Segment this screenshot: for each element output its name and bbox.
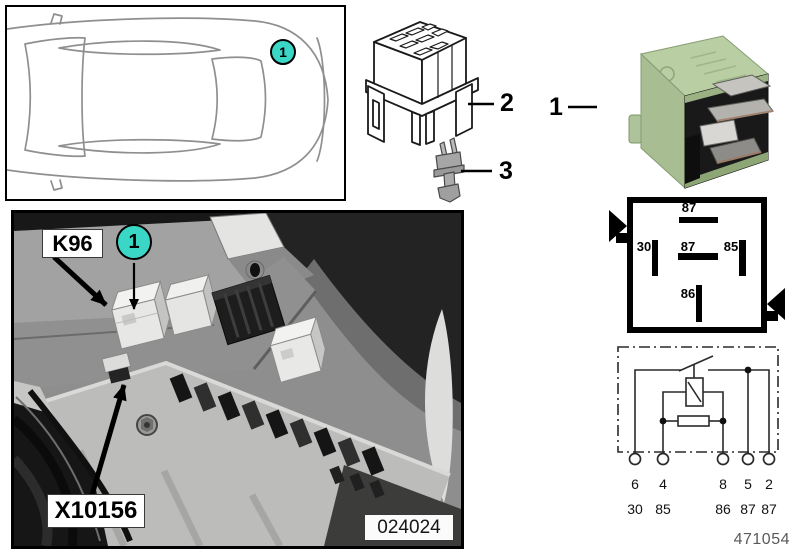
pin-label-87-center: 87: [680, 239, 696, 254]
car-rear-bumper-line: [316, 37, 326, 162]
car-side-window-bottom: [58, 138, 221, 154]
svg-text:6: 6: [631, 476, 639, 492]
pin-bar-87-center: [678, 253, 718, 260]
photo-relay-k96: [111, 279, 171, 350]
car-location-callout[interactable]: 1: [270, 39, 296, 65]
photo-relay-block-dark: [211, 274, 286, 346]
svg-text:86: 86: [715, 501, 731, 517]
svg-text:85: 85: [655, 501, 671, 517]
svg-text:87: 87: [761, 501, 777, 517]
svg-text:4: 4: [659, 476, 667, 492]
x10156-arrow: [89, 384, 127, 496]
relay-code-label: K96: [42, 229, 103, 258]
location-photo-panel: K96 1 X10156 024024: [11, 210, 464, 549]
terminal-pin-drawing: [433, 137, 465, 203]
photo-fuse-slots: [169, 373, 385, 499]
schematic-wiring: [634, 355, 770, 453]
photo-location-callout[interactable]: 1: [116, 224, 152, 260]
location-photo-art: [14, 213, 461, 546]
connector-wedge-right-icon: [764, 288, 785, 321]
car-body-outline: [7, 17, 329, 182]
relay-photo: [628, 35, 774, 190]
relay-cavity-shadow: [685, 134, 700, 184]
pin-bar-86: [696, 285, 702, 322]
car-side-window-top: [58, 40, 221, 56]
pin-bar-87-top: [679, 217, 718, 223]
socket-top-slots: [389, 23, 449, 56]
car-top-view-drawing: [7, 13, 329, 191]
pin-label-30: 30: [636, 239, 652, 254]
relay-socket-and-terminal-drawing: [365, 21, 479, 203]
svg-text:5: 5: [744, 476, 752, 492]
connector-code-label: X10156: [47, 494, 145, 528]
schematic-pin-names: 30 85 86 87 87: [627, 501, 777, 517]
svg-text:8: 8: [719, 476, 727, 492]
schematic-terminals: [628, 452, 776, 466]
svg-text:30: 30: [627, 501, 643, 517]
car-rear-window: [211, 56, 267, 142]
item-number-terminal[interactable]: 3: [499, 157, 513, 185]
relay-pins: [699, 74, 774, 164]
pin-label-86: 86: [680, 286, 696, 301]
item-number-socket[interactable]: 2: [500, 89, 514, 117]
photo-connector-x10156: [101, 352, 132, 384]
relay-circuit-schematic: 6 4 8 5 2 30 85 86 87 87: [617, 346, 779, 517]
item-number-relay[interactable]: 1: [549, 93, 563, 121]
car-windshield: [24, 36, 86, 158]
relay-pin-diagram: 87 30 87 85 86: [609, 197, 785, 333]
car-mirror-right: [50, 179, 63, 191]
schematic-junctions: [659, 366, 752, 425]
schematic-pin-numbers: 6 4 8 5 2: [631, 476, 773, 492]
car-location-panel: 1: [5, 5, 346, 201]
pin-bar-85: [739, 240, 746, 276]
relay-cavity-rim-bottom: [685, 152, 768, 188]
svg-text:87: 87: [740, 501, 756, 517]
drawing-number: 471054: [733, 531, 790, 548]
car-mirror-left: [50, 13, 63, 25]
pin-bar-30: [652, 240, 658, 276]
k96-arrow: [52, 255, 108, 307]
photo-relay-2: [164, 273, 218, 336]
connector-wedge-left-icon: [609, 210, 630, 243]
photo-image-number: 024024: [364, 514, 454, 541]
svg-text:2: 2: [765, 476, 773, 492]
pin-label-85: 85: [723, 239, 739, 254]
relay-side-tab: [628, 114, 643, 144]
photo-screw: [136, 414, 158, 436]
pin-label-87-top: 87: [681, 200, 697, 215]
photo-arch-highlight: [425, 309, 453, 503]
photo-relay-3: [269, 315, 326, 383]
relay-socket-drawing: [365, 21, 479, 146]
schematic-boundary: [617, 346, 779, 453]
